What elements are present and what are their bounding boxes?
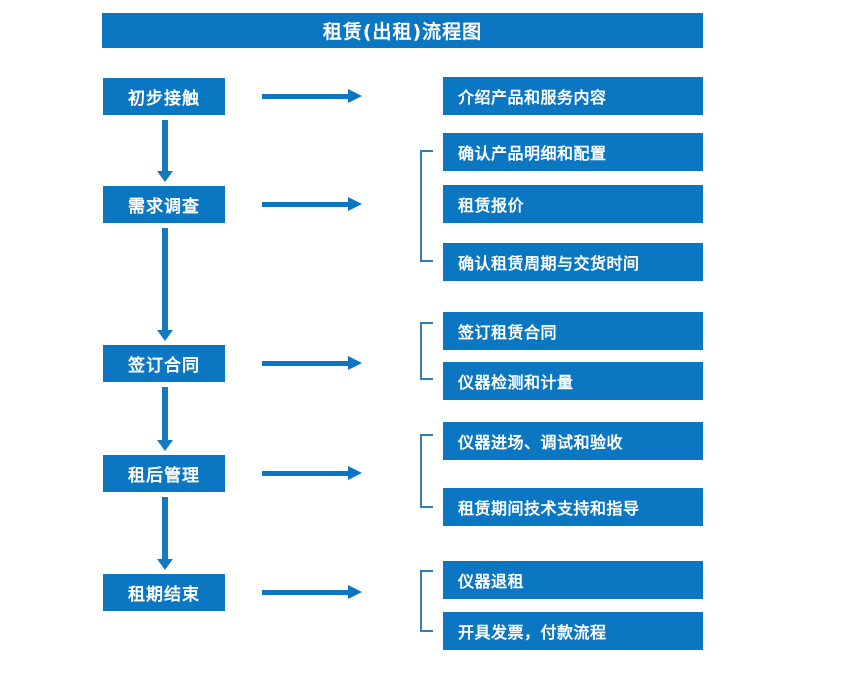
- group-bracket-icon-end: [420, 570, 433, 632]
- task-box-technical-support[interactable]: 租赁期间技术支持和指导: [443, 488, 703, 526]
- group-bracket-icon-management: [420, 434, 433, 508]
- group-bracket-icon-contract: [420, 322, 433, 380]
- stage-box-initial-contact[interactable]: 初步接触: [103, 78, 225, 115]
- stage-box-sign-contract[interactable]: 签订合同: [103, 345, 225, 382]
- task-box-confirm-rental-period[interactable]: 确认租赁周期与交货时间: [443, 243, 703, 281]
- task-box-invoice-payment[interactable]: 开具发票，付款流程: [443, 612, 703, 650]
- task-box-instrument-return[interactable]: 仪器退租: [443, 561, 703, 599]
- down-arrow-icon-3: [157, 387, 173, 451]
- stage-box-post-rental-management[interactable]: 租后管理: [103, 455, 225, 492]
- stage-box-rental-end[interactable]: 租期结束: [103, 574, 225, 611]
- task-box-rental-quotation[interactable]: 租赁报价: [443, 185, 703, 223]
- stage-box-requirement-survey[interactable]: 需求调查: [103, 186, 225, 223]
- task-box-confirm-product-details[interactable]: 确认产品明细和配置: [443, 133, 703, 171]
- right-arrow-icon-5: [262, 585, 362, 599]
- down-arrow-icon-2: [157, 228, 173, 341]
- task-box-instrument-inspection[interactable]: 仪器检测和计量: [443, 362, 703, 400]
- task-box-introduce-products[interactable]: 介绍产品和服务内容: [443, 77, 703, 115]
- group-bracket-icon-requirement: [420, 150, 433, 262]
- right-arrow-icon-1: [262, 89, 362, 103]
- right-arrow-icon-3: [262, 356, 362, 370]
- task-box-sign-rental-contract[interactable]: 签订租赁合同: [443, 312, 703, 350]
- right-arrow-icon-4: [262, 466, 362, 480]
- down-arrow-icon-1: [157, 120, 173, 182]
- flowchart-title: 租赁(出租)流程图: [102, 13, 703, 48]
- right-arrow-icon-2: [262, 197, 362, 211]
- task-box-instrument-installation[interactable]: 仪器进场、调试和验收: [443, 422, 703, 460]
- down-arrow-icon-4: [157, 497, 173, 570]
